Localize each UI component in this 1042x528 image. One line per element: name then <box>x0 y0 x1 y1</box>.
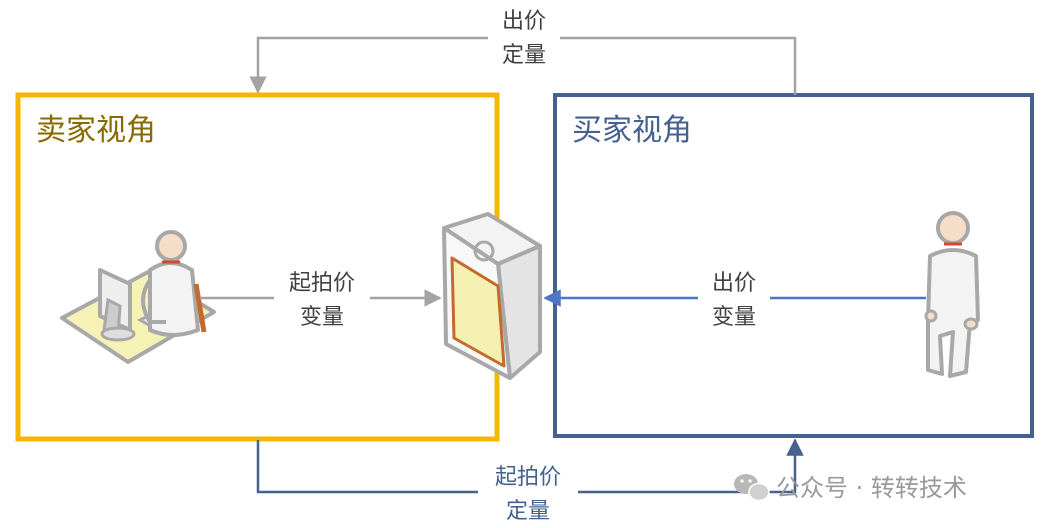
buyer-arrow-label-1: 出价 <box>712 271 756 296</box>
bottom-arrow-label-2: 定量 <box>506 499 550 524</box>
buyer-panel <box>553 93 1034 438</box>
seller-arrow-label-1: 起拍价 <box>289 271 355 296</box>
buyer-standing-icon <box>924 211 980 378</box>
seller-arrow-label-2: 变量 <box>300 305 344 330</box>
buyer-arrow-label-2: 变量 <box>712 305 756 330</box>
top-arrow-label-2: 定量 <box>502 43 546 68</box>
wechat-icon <box>734 474 770 502</box>
wechat-watermark: 公众号 · 转转技术 <box>734 474 967 502</box>
bottom-arrow-label-1: 起拍价 <box>495 465 561 490</box>
top-arrow-label-1: 出价 <box>502 9 546 34</box>
watermark-text: 公众号 · 转转技术 <box>776 474 967 502</box>
seller-at-desk-icon <box>60 230 216 364</box>
buyer-panel-title: 买家视角 <box>572 113 692 148</box>
seller-panel-title: 卖家视角 <box>36 113 156 148</box>
auction-box-icon <box>442 212 542 380</box>
